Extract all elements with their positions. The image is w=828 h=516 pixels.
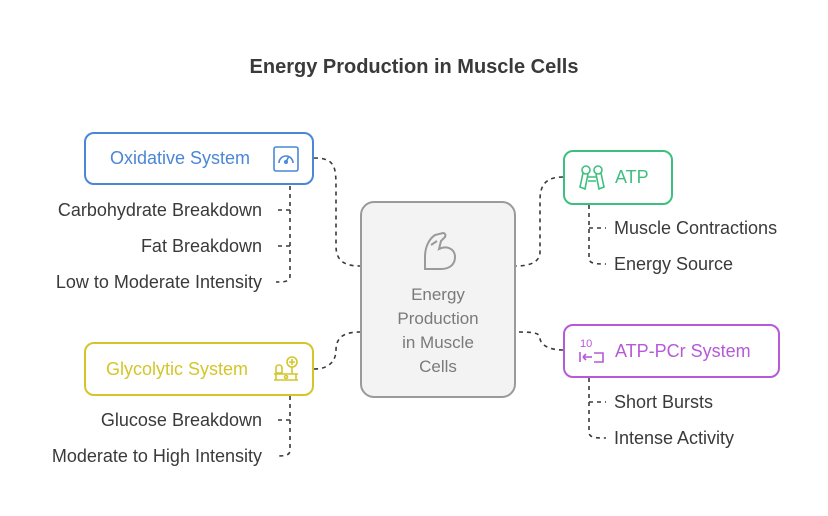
oxidative-item: Carbohydrate Breakdown [57, 200, 262, 220]
hand-grip-icon [577, 163, 607, 193]
center-label-line: Energy [411, 285, 465, 304]
atp-pcr-item: Short Bursts [614, 392, 714, 412]
atp-pcr-system-node: 10 ATP-PCr System [563, 324, 780, 378]
connector-atppcr [515, 331, 564, 351]
oxidative-system-label: Oxidative System [110, 148, 251, 168]
connector-atp [515, 176, 564, 267]
atp-item: Energy Source [614, 254, 734, 274]
center-label-line: Production [397, 309, 479, 328]
oxidative-system-node: Oxidative System [84, 132, 314, 185]
connector-atppcr-items [588, 378, 607, 439]
svg-text:10: 10 [580, 338, 592, 350]
center-label-line: in Muscle [402, 333, 474, 352]
flexed-arm-icon [417, 229, 461, 278]
glycolytic-item: Glucose Breakdown [100, 410, 262, 430]
oxidative-item: Fat Breakdown [140, 236, 262, 256]
diagram-title: Energy Production in Muscle Cells [249, 56, 579, 78]
atp-label: ATP [615, 167, 649, 187]
atp-pcr-item: Intense Activity [614, 428, 735, 448]
glycolytic-system-node: Glycolytic System [84, 342, 314, 396]
oxidative-item: Low to Moderate Intensity [55, 272, 262, 292]
connector-atp-items [588, 205, 607, 265]
atp-pcr-system-label: ATP-PCr System [615, 340, 751, 361]
scale-icon [270, 354, 302, 386]
center-label-line: Cells [419, 357, 457, 376]
center-node: Energy Production in Muscle Cells [360, 201, 516, 398]
connector-glycolytic-items [275, 396, 291, 457]
connector-oxidative-items [275, 186, 291, 283]
connector-glycolytic [313, 331, 361, 370]
atp-item: Muscle Contractions [614, 218, 778, 238]
glycolytic-item: Moderate to High Intensity [51, 446, 262, 466]
countdown-10-icon: 10 [577, 336, 607, 368]
glycolytic-system-label: Glycolytic System [106, 358, 249, 379]
gauge-icon [272, 145, 300, 173]
center-label: Energy Production in Muscle Cells [362, 283, 514, 379]
connector-oxidative [313, 157, 361, 267]
atp-node: ATP [563, 150, 673, 205]
